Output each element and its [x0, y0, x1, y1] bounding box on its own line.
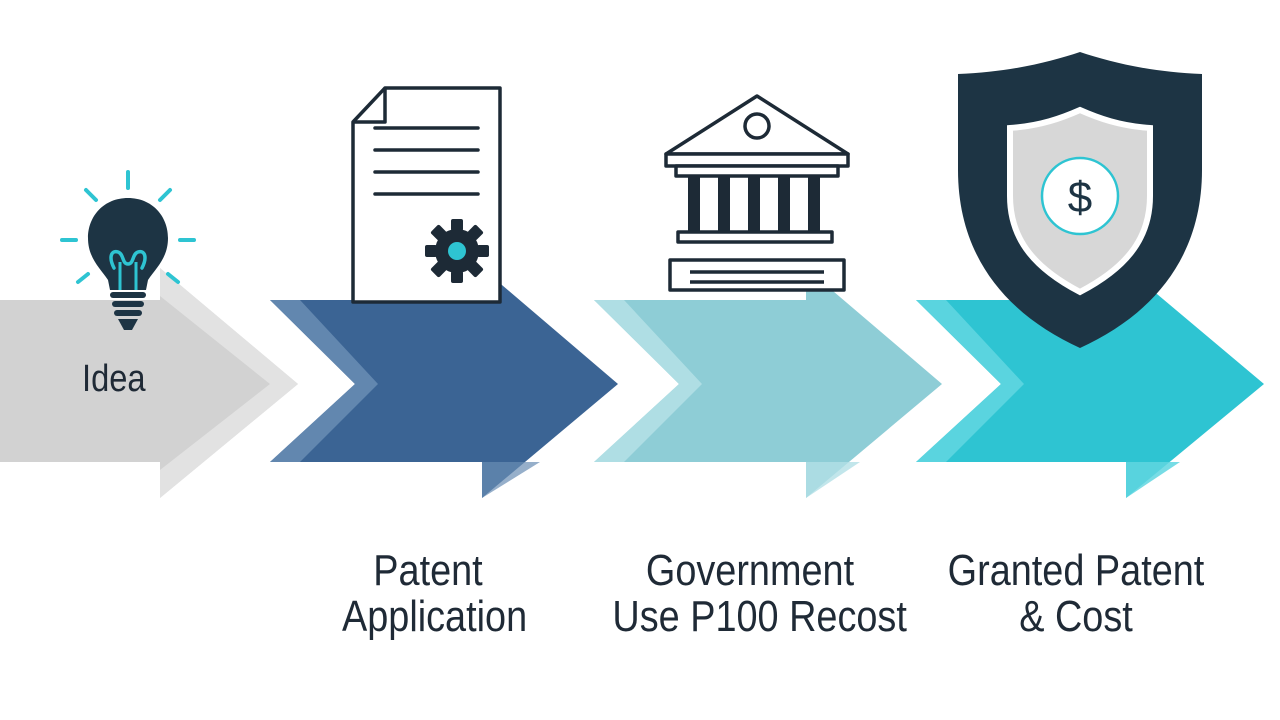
step-label-government: Government Use P100 Recost	[612, 548, 887, 640]
step-label-patent-application-line-2: Application	[342, 594, 514, 640]
bank-building-icon	[666, 96, 848, 290]
arrow-step-idea	[0, 268, 298, 498]
step-label-idea: Idea	[82, 358, 146, 401]
step-label-government-line-2: Use P100 Recost	[612, 594, 887, 640]
step-label-granted-patent: Granted Patent & Cost	[947, 548, 1205, 640]
step-label-granted-patent-line-1: Granted Patent	[947, 548, 1205, 594]
dollar-symbol: $	[1068, 173, 1092, 222]
arrow-step-government	[594, 268, 942, 498]
step-label-patent-application: Patent Application	[342, 548, 514, 640]
document-gear-icon	[353, 88, 500, 302]
step-label-patent-application-line-1: Patent	[342, 548, 514, 594]
step-label-granted-patent-line-2: & Cost	[947, 594, 1205, 640]
step-label-government-line-1: Government	[612, 548, 887, 594]
step-label-idea-line-1: Idea	[82, 358, 146, 401]
